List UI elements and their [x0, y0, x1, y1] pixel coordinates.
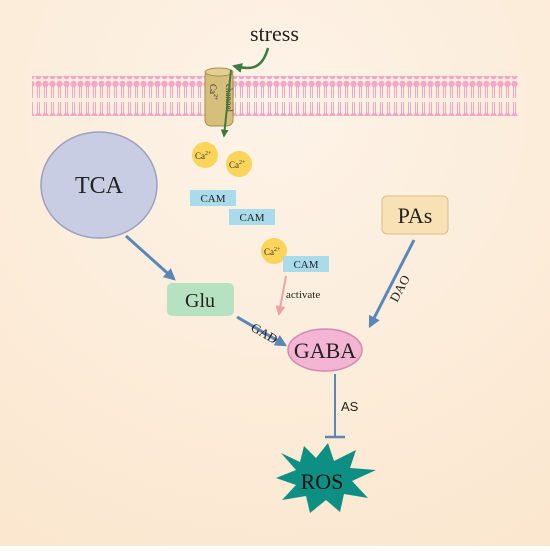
- ros-node: ROS: [276, 443, 376, 513]
- activate-label: activate: [286, 289, 320, 301]
- calcium-ion-1: Ca2+: [192, 142, 218, 168]
- pas-node: PAs: [381, 195, 449, 235]
- tca-label: TCA: [75, 173, 124, 199]
- channel-influx-arrow: [220, 69, 232, 138]
- svg-text:Ca2+: Ca2+: [264, 247, 281, 257]
- calcium-ion-2: Ca2+: [226, 151, 252, 177]
- tca-node: TCA: [40, 131, 158, 239]
- svg-text:Ca2+: Ca2+: [208, 84, 218, 101]
- ros-label: ROS: [301, 469, 344, 494]
- gaba-label: GABA: [294, 338, 356, 363]
- gaba-node: GABA: [287, 328, 363, 372]
- glu-node: Glu: [167, 283, 234, 316]
- pas-to-gaba-arrow: [368, 239, 416, 329]
- svg-text:CAM: CAM: [239, 212, 264, 224]
- svg-text:CAM: CAM: [293, 259, 318, 271]
- tca-to-glu-arrow: [124, 234, 176, 281]
- cell-membrane: [32, 76, 518, 116]
- cam-box-1: CAM: [190, 190, 236, 206]
- glu-to-gaba-arrow: [236, 315, 288, 347]
- as-label: AS: [341, 399, 359, 414]
- cam-box-3: CAM: [283, 256, 329, 272]
- svg-text:Ca2+: Ca2+: [229, 160, 246, 170]
- svg-text:CAM: CAM: [200, 193, 225, 205]
- stress-arrow: [232, 47, 270, 73]
- channel-ion-charge: 2+: [212, 94, 218, 101]
- glu-label: Glu: [185, 290, 215, 312]
- activate-arrow: [275, 275, 287, 316]
- cam-box-2: CAM: [229, 209, 275, 225]
- channel-ion-label: Ca: [208, 84, 218, 94]
- svg-text:Ca2+: Ca2+: [195, 151, 212, 161]
- pas-label: PAs: [398, 203, 433, 228]
- calcium-ion-3: Ca2+: [261, 238, 287, 264]
- stress-label: stress: [250, 21, 299, 46]
